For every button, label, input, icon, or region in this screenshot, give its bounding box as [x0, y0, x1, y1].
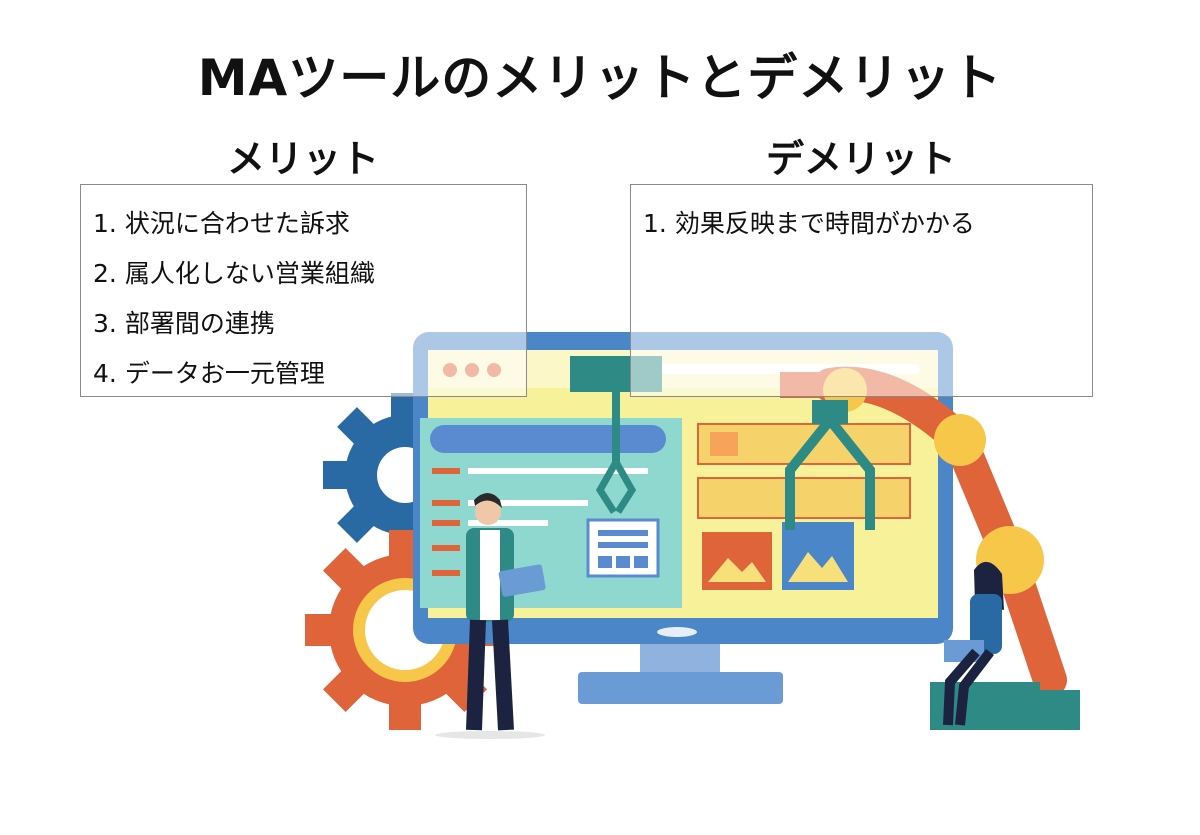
merit-item-number: 3. — [93, 309, 117, 338]
merit-item-text: 属人化しない営業組織 — [124, 259, 375, 288]
page-title: MAツールのメリットとデメリット — [197, 49, 1003, 107]
merits-list-box: 1.状況に合わせた訴求 2.属人化しない営業組織 3.部署間の連携 4.データお… — [80, 184, 527, 397]
merit-item: 3.部署間の連携 — [93, 299, 526, 349]
demerits-list-box: 1.効果反映まで時間がかかる — [630, 184, 1093, 397]
merit-item-text: データお一元管理 — [124, 359, 325, 388]
demerits-heading: デメリット — [765, 137, 956, 181]
merit-item-number: 4. — [93, 359, 117, 388]
merit-item-text: 部署間の連携 — [124, 309, 275, 338]
merit-item-number: 1. — [93, 209, 117, 238]
demerit-item: 1.効果反映まで時間がかかる — [643, 199, 1092, 249]
merit-item-number: 2. — [93, 259, 117, 288]
merits-heading: メリット — [226, 137, 379, 181]
monitor-base — [578, 672, 783, 704]
merit-item: 1.状況に合わせた訴求 — [93, 199, 526, 249]
standing-man-figure — [435, 493, 546, 739]
demerit-item-number: 1. — [643, 209, 667, 238]
merits-list: 1.状況に合わせた訴求 2.属人化しない営業組織 3.部署間の連携 4.データお… — [93, 199, 526, 399]
demerits-list: 1.効果反映まで時間がかかる — [643, 199, 1092, 249]
seated-woman-figure — [930, 561, 1040, 730]
merit-item: 2.属人化しない営業組織 — [93, 249, 526, 299]
merit-item-text: 状況に合わせた訴求 — [124, 209, 350, 238]
demerit-item-text: 効果反映まで時間がかかる — [674, 209, 975, 238]
merit-item: 4.データお一元管理 — [93, 349, 526, 399]
